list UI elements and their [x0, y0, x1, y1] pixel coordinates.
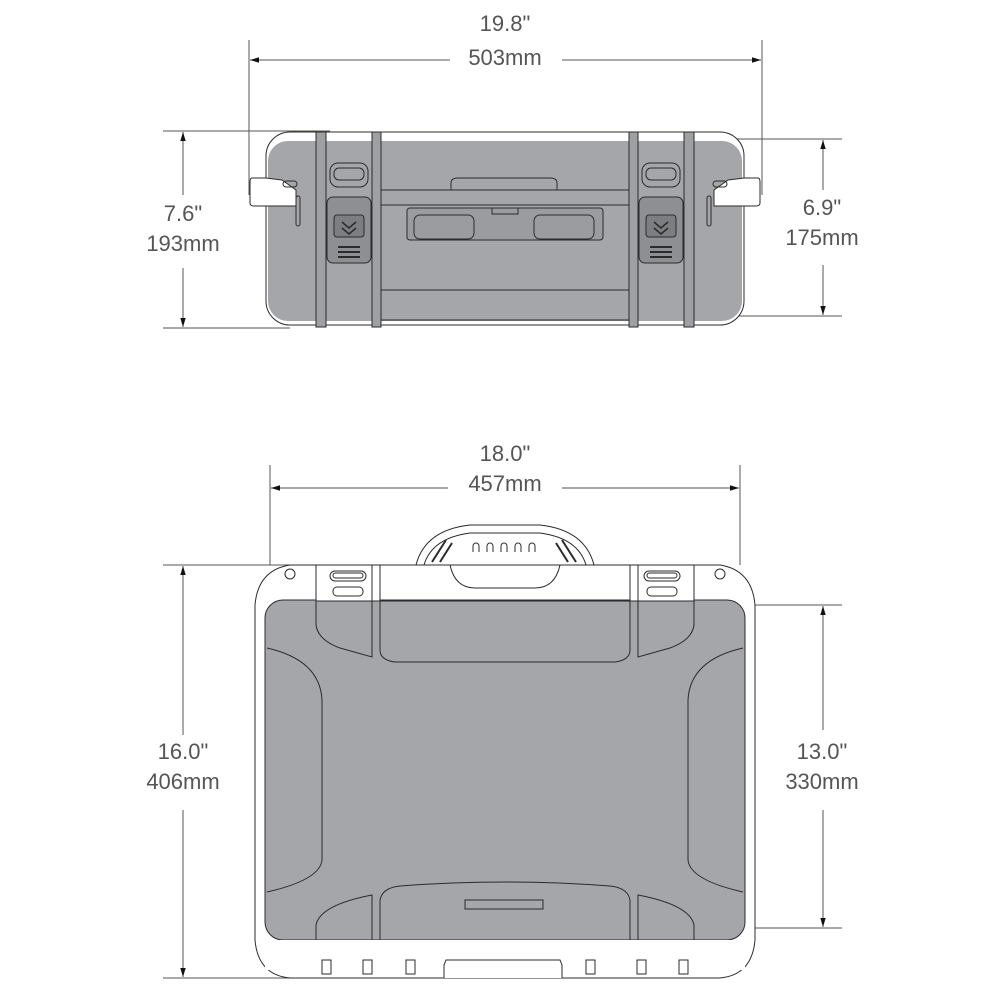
top-lid-depth-inches: 13.0": [796, 739, 848, 764]
top-width-inches: 18.0": [479, 441, 531, 466]
front-height-mm: 193mm: [146, 231, 220, 256]
front-width-inches: 19.8": [479, 11, 531, 36]
front-body-height-inches: 6.9": [802, 195, 842, 220]
front-body-height-mm: 175mm: [785, 225, 859, 250]
top-depth-label: 16.0" 406mm: [133, 740, 233, 794]
top-lid-depth-label: 13.0" 330mm: [772, 740, 872, 794]
front-width-label: 19.8" 503mm: [450, 12, 560, 70]
top-width-label: 18.0" 457mm: [450, 442, 560, 496]
front-height-label: 7.6" 193mm: [133, 202, 233, 256]
top-view-dimensions: [180, 485, 826, 977]
front-width-mm: 503mm: [468, 45, 542, 70]
top-view-case: [163, 465, 842, 979]
front-body-height-label: 6.9" 175mm: [772, 196, 872, 250]
front-view-case: [163, 40, 842, 329]
top-depth-inches: 16.0": [157, 739, 209, 764]
top-width-mm: 457mm: [468, 471, 542, 496]
front-view-dimensions: [180, 57, 826, 327]
top-lid-depth-mm: 330mm: [785, 769, 859, 794]
top-depth-mm: 406mm: [146, 769, 220, 794]
front-height-inches: 7.6": [163, 201, 203, 226]
